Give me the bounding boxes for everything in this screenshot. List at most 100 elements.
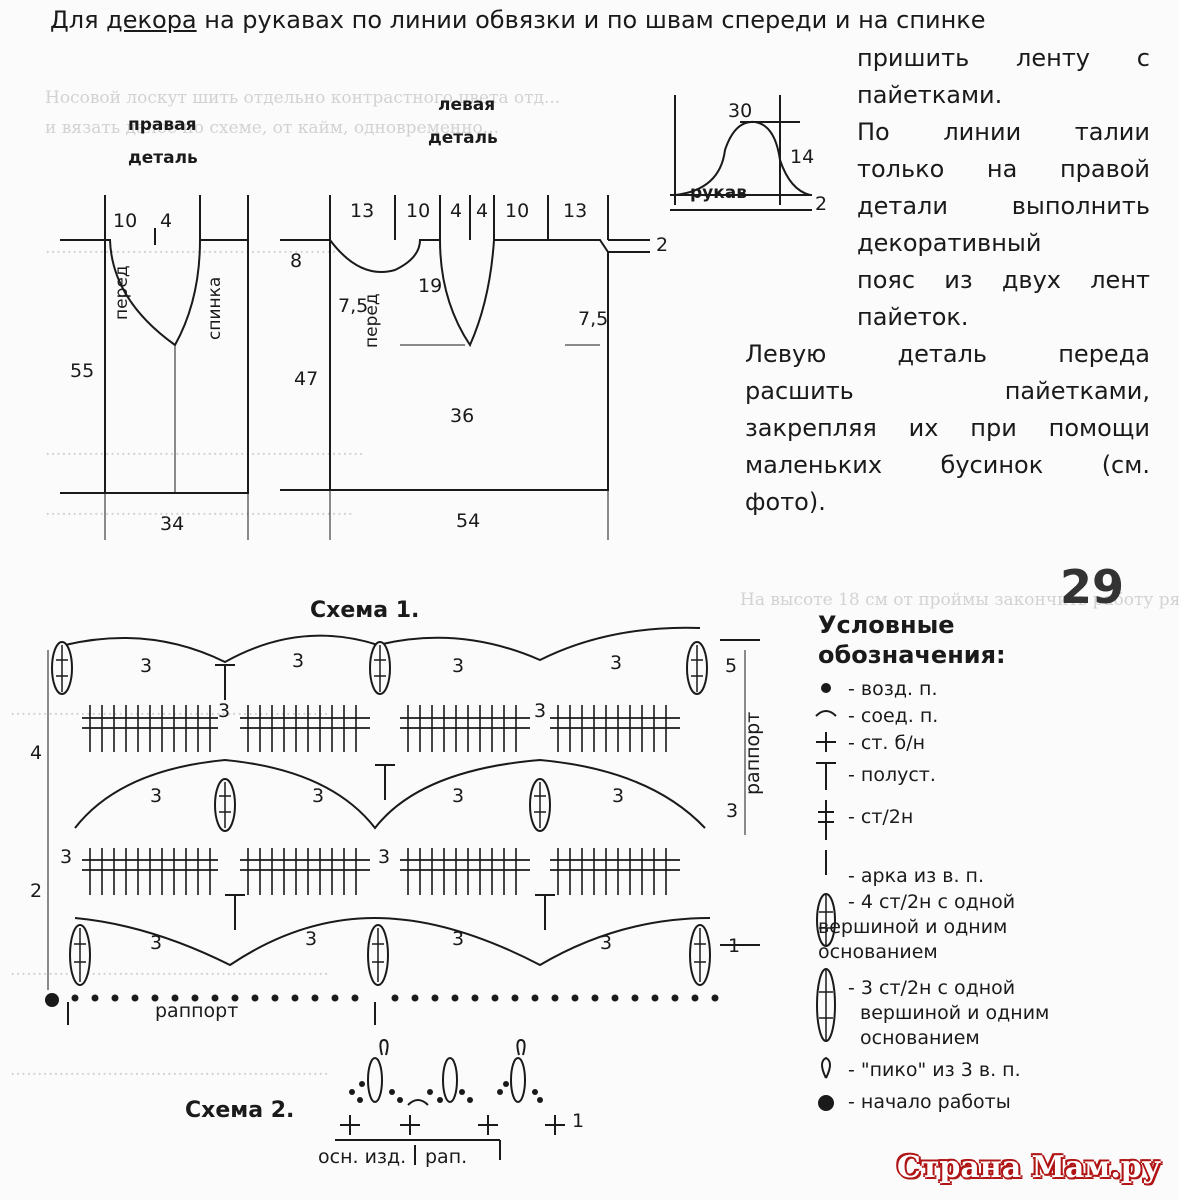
legend-item: основанием [860, 1027, 980, 1049]
legend-item: - 3 ст/2н с одной [848, 977, 1016, 999]
instruction-line: пришить ленту с [857, 44, 1150, 72]
dim-label: 36 [450, 405, 475, 427]
intro-rest: на рукавах по линии обвязки и по швам сп… [196, 6, 986, 34]
scheme1-count: 3 [312, 785, 325, 807]
dim-label: 54 [456, 510, 481, 532]
dim-label: 8 [290, 250, 303, 272]
legend-item: основанием [818, 941, 938, 963]
right-detail-title: деталь [128, 148, 198, 168]
scheme1-count: 3 [600, 932, 613, 954]
dim-label: 19 [418, 275, 443, 297]
scheme1-row-number: 1 [728, 935, 741, 957]
left-detail-title: деталь [428, 128, 498, 148]
legend-item: - "пико" из 3 в. п. [848, 1059, 1021, 1081]
left-detail-outline [329, 237, 609, 491]
scheme2-title: Схема 2. [185, 1098, 295, 1123]
legend-item: - ст/2н [848, 806, 914, 828]
dim-label: 2 [656, 234, 669, 256]
page-number: 29 [1060, 560, 1125, 614]
bleed-through-text: ........................................… [45, 238, 337, 258]
right-detail-title: правая [128, 115, 197, 135]
dim-label: 30 [728, 100, 753, 122]
legend-item: вершиной и одним [860, 1002, 1050, 1024]
instruction-line: По линии талии [857, 118, 1150, 146]
instruction-line: детали выполнить [857, 192, 1150, 220]
dim-label: 4 [450, 200, 463, 222]
scheme1-row-number: 4 [30, 742, 43, 764]
bleed-through-text: ........................................… [45, 500, 354, 520]
scheme1-count: 3 [60, 846, 73, 868]
left-detail-title: левая [438, 95, 496, 115]
legend-picot-symbol [821, 1056, 831, 1079]
legend-item: - арка из в. п. [848, 865, 984, 887]
instruction-line: пайетками. [857, 81, 1003, 109]
legend-item: вершиной и одним [818, 916, 1008, 938]
legend-hdc-symbol [816, 762, 836, 790]
scheme1-count: 3 [292, 650, 305, 672]
dim-label: 55 [70, 360, 95, 382]
legend-item: - полуст. [848, 764, 936, 786]
instruction-line: закрепляя их при помощи [745, 414, 1150, 442]
scheme1-count: 3 [534, 700, 547, 722]
bleed-through-text: ........................................… [10, 1060, 329, 1080]
legend-start-symbol [818, 1095, 834, 1111]
scheme1-count: 3 [378, 846, 391, 868]
instruction-line: декоративный [857, 229, 1042, 257]
scheme1-count: 3 [150, 932, 163, 954]
scheme1-count: 3 [305, 928, 318, 950]
scheme1-count: 3 [218, 700, 231, 722]
scheme1-row-number: 3 [726, 800, 739, 822]
scheme2-rap-label: рап. [425, 1146, 468, 1168]
instruction-line: маленьких бусинок (см. [745, 451, 1150, 479]
instruction-line: пайеток. [857, 303, 969, 331]
legend-title: Условные обозначения: [818, 610, 1006, 670]
dim-label: 7,5 [338, 295, 369, 317]
dim-label: 7,5 [578, 308, 609, 330]
scheme1-count: 3 [452, 655, 465, 677]
scheme1-count: 3 [452, 785, 465, 807]
sleeve-label: рукав [690, 183, 748, 203]
legend-item: - возд. п. [848, 678, 938, 700]
bleed-through-text: Носовой лоскут шить отдельно контрастног… [45, 88, 561, 108]
site-watermark: Страна Мам.ру [896, 1150, 1161, 1185]
dim-label: 10 [505, 200, 530, 222]
dim-label: 10 [406, 200, 431, 222]
scheme1-row-number: 2 [30, 880, 43, 902]
legend-sc-symbol [816, 732, 836, 752]
dim-label: 47 [294, 368, 319, 390]
instruction-line: только на правой [857, 155, 1150, 183]
intro-underlined-word: декора [106, 6, 197, 34]
instruction-line: пояс из двух лент [857, 266, 1150, 294]
right-neck-curve [105, 239, 248, 347]
dim-label: 2 [815, 193, 828, 215]
scheme2-base-label: осн. изд. [318, 1146, 407, 1168]
right-front-outline [104, 240, 249, 494]
scheme1-count: 3 [452, 928, 465, 950]
scheme2-row-number: 1 [572, 1110, 585, 1132]
intro-text: Для декора на рукавах по линии обвязки и… [50, 6, 986, 34]
instruction-line: расшить пайетками, [745, 377, 1150, 405]
scheme1-row-number: 5 [725, 655, 738, 677]
bleed-through-text: На высоте 18 см от проймы закончить рабо… [740, 590, 1179, 610]
instructions-text: пришить ленту с пайетками. По линии тали… [745, 40, 1150, 521]
dim-label: 13 [563, 200, 588, 222]
scheme1-count: 3 [612, 785, 625, 807]
dim-label: 4 [476, 200, 489, 222]
dim-label: 14 [790, 146, 815, 168]
legend-title-line: обозначения: [818, 641, 1006, 669]
legend-item: - начало работы [848, 1091, 1011, 1113]
bleed-through-text: и вязать далее по схеме, от кайм, одновр… [45, 118, 499, 138]
legend-item: - 4 ст/2н с одной [848, 891, 1016, 913]
legend-item: - соед. п. [848, 705, 939, 727]
scheme1-title: Схема 1. [310, 598, 420, 623]
scheme1-count: 3 [150, 785, 163, 807]
dim-label: 10 [113, 210, 138, 232]
dim-label: 13 [350, 200, 375, 222]
instruction-line: Левую деталь переда [745, 340, 1150, 368]
legend-title-line: Условные [818, 611, 955, 639]
legend-chain-symbol [821, 683, 831, 693]
intro-prefix: Для [50, 6, 107, 34]
